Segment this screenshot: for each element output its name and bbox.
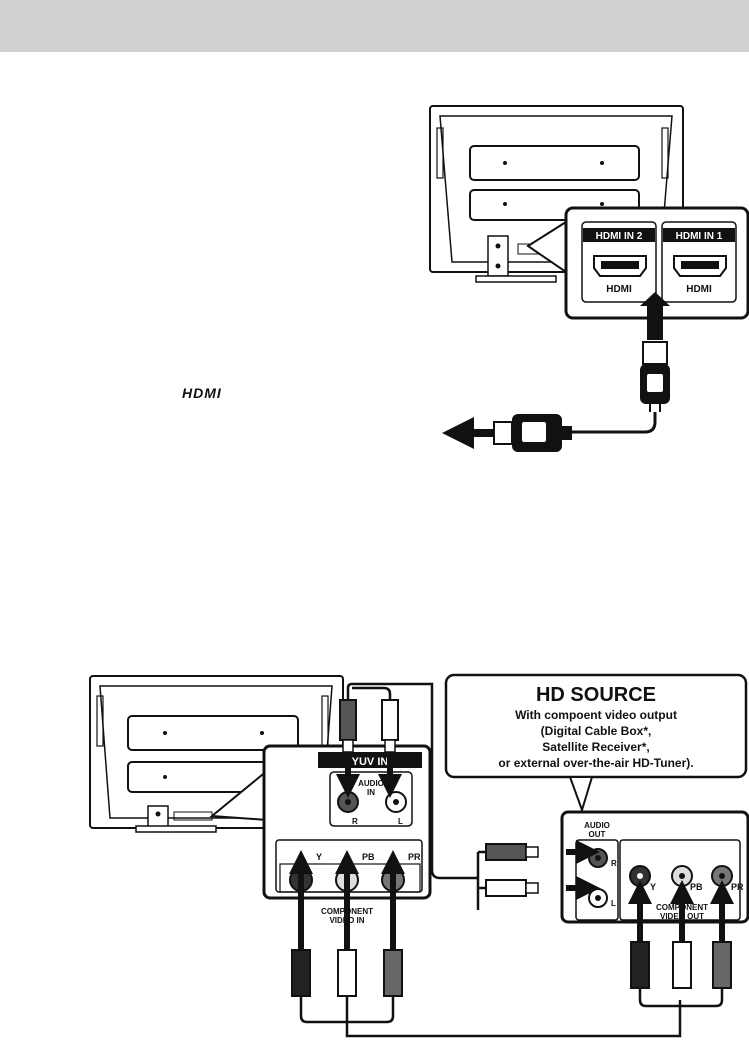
src-pb-label: PB	[690, 882, 703, 892]
hd-source-callout	[444, 673, 748, 814]
tv-pb-label: PB	[362, 852, 375, 862]
hd-source-line2: (Digital Cable Box*,	[541, 724, 652, 738]
hd-source-line1: With compoent video output	[515, 708, 677, 722]
audio-cable-source	[476, 840, 600, 910]
component-cable-tv	[289, 850, 682, 1038]
yuv-in-label: YUV IN	[352, 756, 389, 768]
tv-y-label: Y	[316, 852, 322, 862]
src-y-label: Y	[650, 882, 656, 892]
hd-source-line4: or external over-the-air HD-Tuner).	[498, 756, 693, 770]
hdmi-port-caption-2: HDMI	[686, 284, 712, 295]
hdmi-port-label-2: HDMI IN 1	[676, 231, 723, 242]
hd-source-title: HD SOURCE	[536, 684, 656, 706]
header-bar	[0, 0, 749, 52]
tv-audio-r-label: R	[352, 817, 358, 826]
hdmi-panel	[526, 206, 749, 320]
hdmi-logo: HDMI	[182, 385, 222, 401]
src-pr-label: PR	[731, 882, 744, 892]
src-audio-r-label: R	[611, 859, 617, 868]
hdmi-port-label-1: HDMI IN 2	[596, 231, 643, 242]
hd-source-line3: Satellite Receiver*,	[542, 740, 649, 754]
tv-pr-label: PR	[408, 852, 421, 862]
hdmi-port-caption-1: HDMI	[606, 284, 632, 295]
audio-cable-tv	[336, 682, 478, 880]
hdmi-cable	[442, 292, 670, 452]
tv-audio-l-label: L	[398, 817, 403, 826]
component-cable-source	[628, 880, 734, 1008]
src-audio-l-label: L	[611, 899, 616, 908]
